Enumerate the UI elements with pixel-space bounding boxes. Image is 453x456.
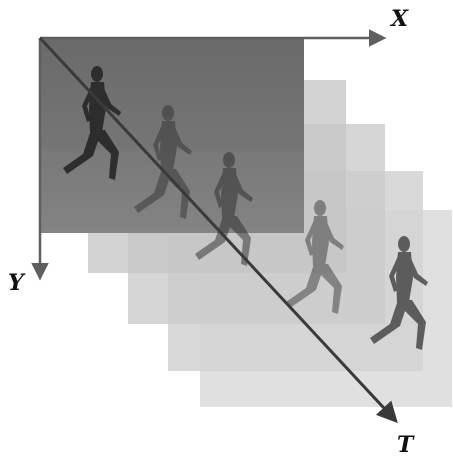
axes — [31, 29, 398, 424]
t-axis-label: T — [397, 432, 415, 456]
t-axis-arrow — [38, 36, 398, 424]
x-axis-label: X — [389, 6, 409, 32]
y-axis-label: Y — [8, 270, 26, 296]
